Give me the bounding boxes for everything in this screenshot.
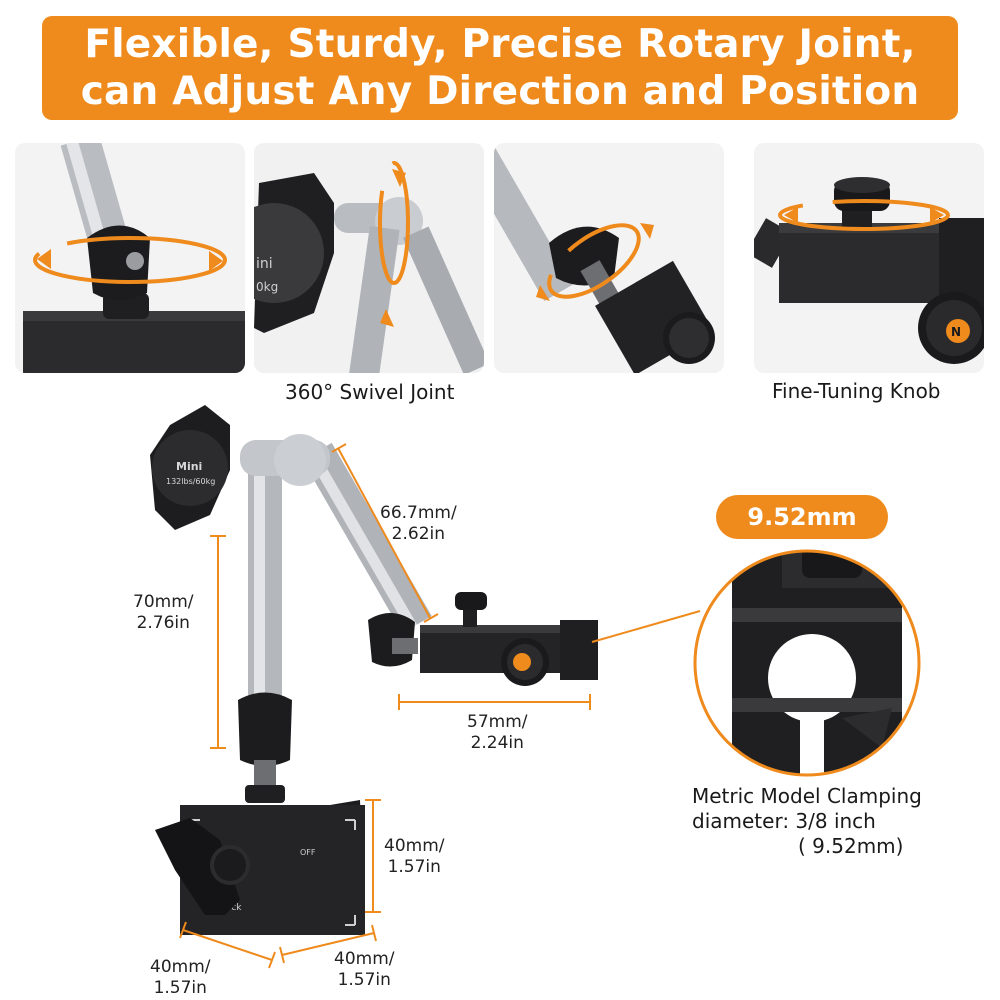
detail-panel-clamp-joint: [494, 143, 724, 373]
clamp-diameter-note: Metric Model Clamping diameter: 3/8 inch…: [692, 784, 922, 859]
fine-tuning-knob-illustration: N: [754, 177, 984, 364]
base-depth-mm: 40mm/: [334, 949, 395, 969]
clamp-note-line-3: ( 9.52mm): [798, 834, 904, 858]
swivel-joint-illustration: ini 0kg: [254, 143, 484, 373]
headline-banner: Flexible, Sturdy, Precise Rotary Joint, …: [42, 16, 958, 120]
upper-arm-dimension: 66.7mm/ 2.62in: [380, 503, 457, 545]
lower-arm-mm: 70mm/: [133, 592, 194, 612]
base-depth-dimension: 40mm/ 1.57in: [334, 949, 394, 991]
detail-panel-base-joint: [15, 143, 245, 373]
magnetic-base-stand-illustration: Mini 132lbs/60kg OFF Noteck: [150, 405, 598, 935]
svg-text:0kg: 0kg: [256, 280, 278, 294]
svg-text:N: N: [951, 325, 961, 339]
clamp-joint-illustration: [494, 145, 715, 373]
clamp-note-line-1: Metric Model Clamping: [692, 784, 922, 808]
detail-panel-fine-tuning-knob: N: [754, 143, 984, 373]
lower-arm-in: 2.76in: [136, 613, 190, 633]
base-off-label: OFF: [300, 848, 316, 857]
base-joint-illustration: [23, 143, 245, 373]
detail-panel-swivel-joint: ini 0kg: [254, 143, 484, 373]
svg-text:ini: ini: [256, 256, 273, 272]
base-height-dimension: 40mm/ 1.57in: [384, 836, 444, 878]
base-height-in: 1.57in: [387, 857, 441, 877]
base-width-dimension: 40mm/ 1.57in: [150, 957, 210, 999]
clamp-length-dimension: 57mm/ 2.24in: [467, 712, 527, 754]
clamp-bore-zoom: [693, 549, 921, 777]
clamp-length-mm: 57mm/: [467, 712, 528, 732]
headline-line-2: can Adjust Any Direction and Position: [80, 69, 920, 114]
base-width-mm: 40mm/: [150, 957, 211, 977]
caption-fine-tuning-knob: Fine-Tuning Knob: [772, 379, 941, 403]
upper-arm-in: 2.62in: [391, 524, 446, 544]
lower-arm-dimension: 70mm/ 2.76in: [133, 592, 193, 634]
upper-arm-mm: 66.7mm/: [380, 503, 457, 523]
knob-rating-label: 132lbs/60kg: [166, 477, 215, 486]
headline-line-1: Flexible, Sturdy, Precise Rotary Joint,: [84, 22, 916, 67]
clamp-length-in: 2.24in: [470, 733, 524, 753]
base-depth-in: 1.57in: [337, 970, 391, 990]
base-height-mm: 40mm/: [384, 836, 445, 856]
clamp-note-line-2: diameter: 3/8 inch: [692, 809, 876, 833]
base-width-in: 1.57in: [153, 978, 207, 998]
caption-swivel-joint: 360° Swivel Joint: [285, 380, 455, 404]
clamp-diameter-badge: 9.52mm: [716, 495, 888, 539]
knob-brand-label: Mini: [176, 460, 202, 473]
